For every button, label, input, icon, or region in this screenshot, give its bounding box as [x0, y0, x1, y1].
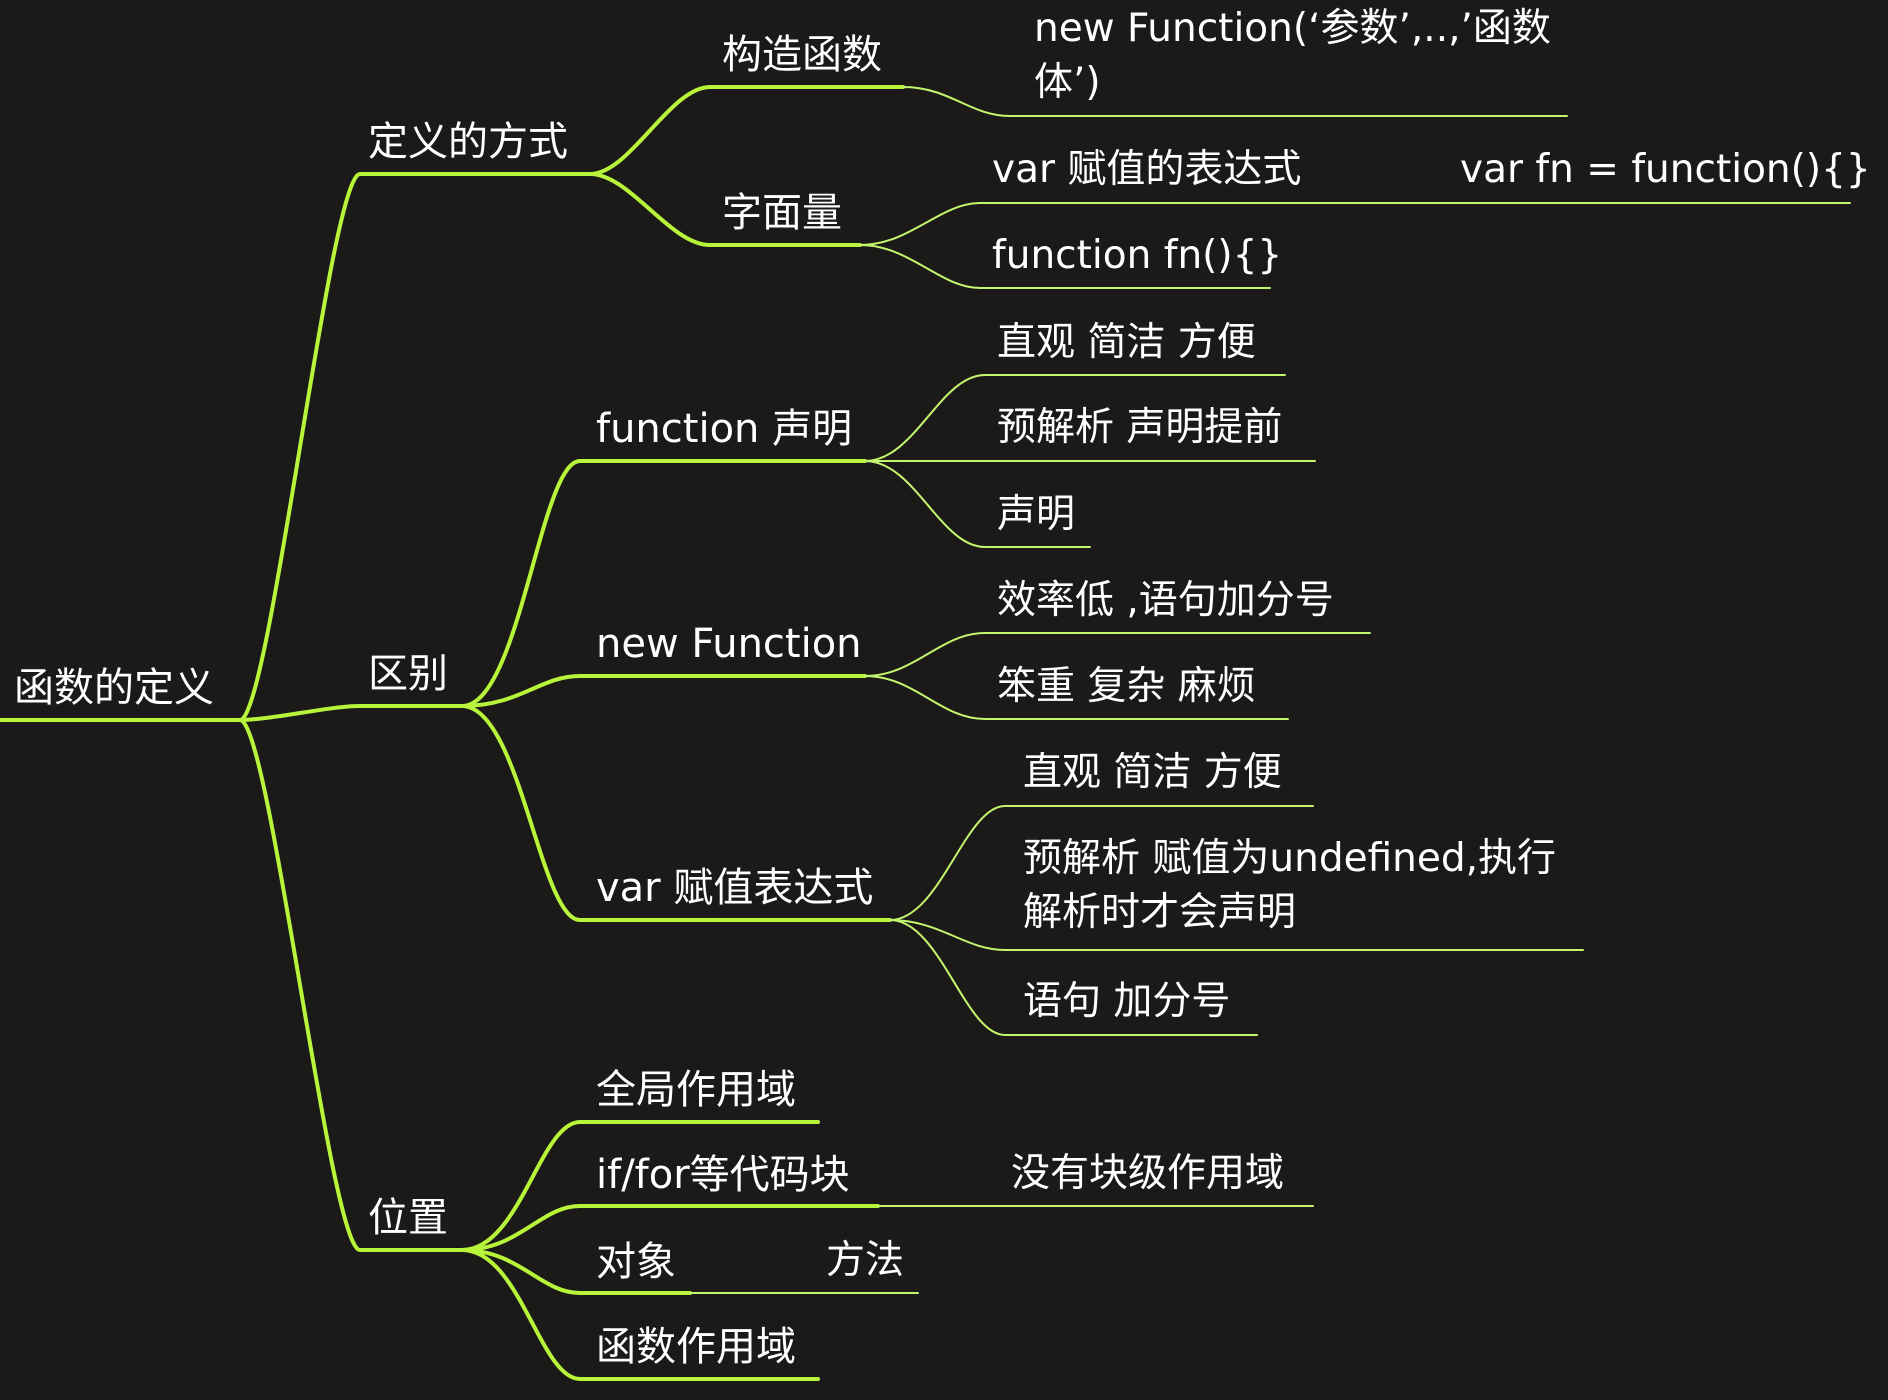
link-root-position: [0, 718, 464, 1252]
node-literal-varexpr-detail: var fn = function(){}: [1460, 147, 1871, 192]
node-global-scope: 全局作用域: [596, 1067, 796, 1113]
link-newfunc-1: [864, 632, 1371, 677]
node-position: 位置: [368, 1195, 448, 1241]
list-item: 声明: [997, 492, 1076, 537]
link-difference-fndecl: [460, 459, 867, 708]
list-item: 效率低 ,语句加分号: [997, 578, 1334, 623]
node-object: 对象: [596, 1239, 676, 1285]
link-literal-fndecl: [859, 244, 1271, 289]
node-object-detail: 方法: [826, 1238, 905, 1283]
link-difference-varexpr: [460, 704, 892, 922]
link-position-object: [460, 1248, 692, 1295]
node-difference: 区别: [368, 651, 448, 697]
link-varexpr-3: [889, 919, 1258, 1036]
link-newfunc-2: [864, 675, 1289, 720]
node-var-expr: var 赋值表达式: [596, 865, 874, 911]
node-constructor-detail: new Function(‘参数’,..,’函数体’): [1034, 6, 1551, 105]
link-definition-constructor: [588, 85, 905, 176]
list-item: 预解析 赋值为undefined,执行解析时才会声明: [1023, 836, 1557, 935]
node-constructor: 构造函数: [722, 32, 882, 78]
node-code-block: if/for等代码块: [596, 1152, 850, 1198]
node-new-function: new Function: [596, 621, 862, 667]
link-root-definition: [0, 172, 592, 722]
node-literal: 字面量: [722, 190, 842, 236]
node-code-block-detail: 没有块级作用域: [1011, 1151, 1285, 1196]
list-item: 笨重 复杂 麻烦: [997, 664, 1256, 709]
list-item: 语句 加分号: [1023, 979, 1231, 1024]
link-position-fnscope: [460, 1248, 820, 1381]
link-definition-literal: [588, 172, 862, 247]
list-item: 直观 简洁 方便: [1023, 750, 1282, 795]
link-fndecl-3: [864, 460, 1091, 548]
link-fndecl-1: [864, 374, 1286, 462]
link-difference-newfunc: [460, 674, 867, 708]
list-item: 直观 简洁 方便: [997, 320, 1256, 365]
node-function-decl: function 声明: [596, 406, 853, 452]
link-literal-varexpr: [859, 202, 1851, 246]
node-function-scope: 函数作用域: [596, 1324, 796, 1370]
link-position-block: [460, 1204, 880, 1252]
link-root-difference: [0, 704, 464, 722]
node-definition: 定义的方式: [368, 119, 568, 165]
link-position-global: [460, 1120, 820, 1252]
list-item: 预解析 声明提前: [997, 405, 1283, 450]
node-literal-varexpr: var 赋值的表达式: [992, 147, 1302, 192]
link-constructor-detail: [902, 86, 1568, 117]
root-node: 函数的定义: [14, 665, 214, 711]
link-varexpr-2: [889, 919, 1584, 951]
node-literal-fndecl: function fn(){}: [992, 233, 1283, 278]
link-varexpr-1: [889, 805, 1314, 921]
